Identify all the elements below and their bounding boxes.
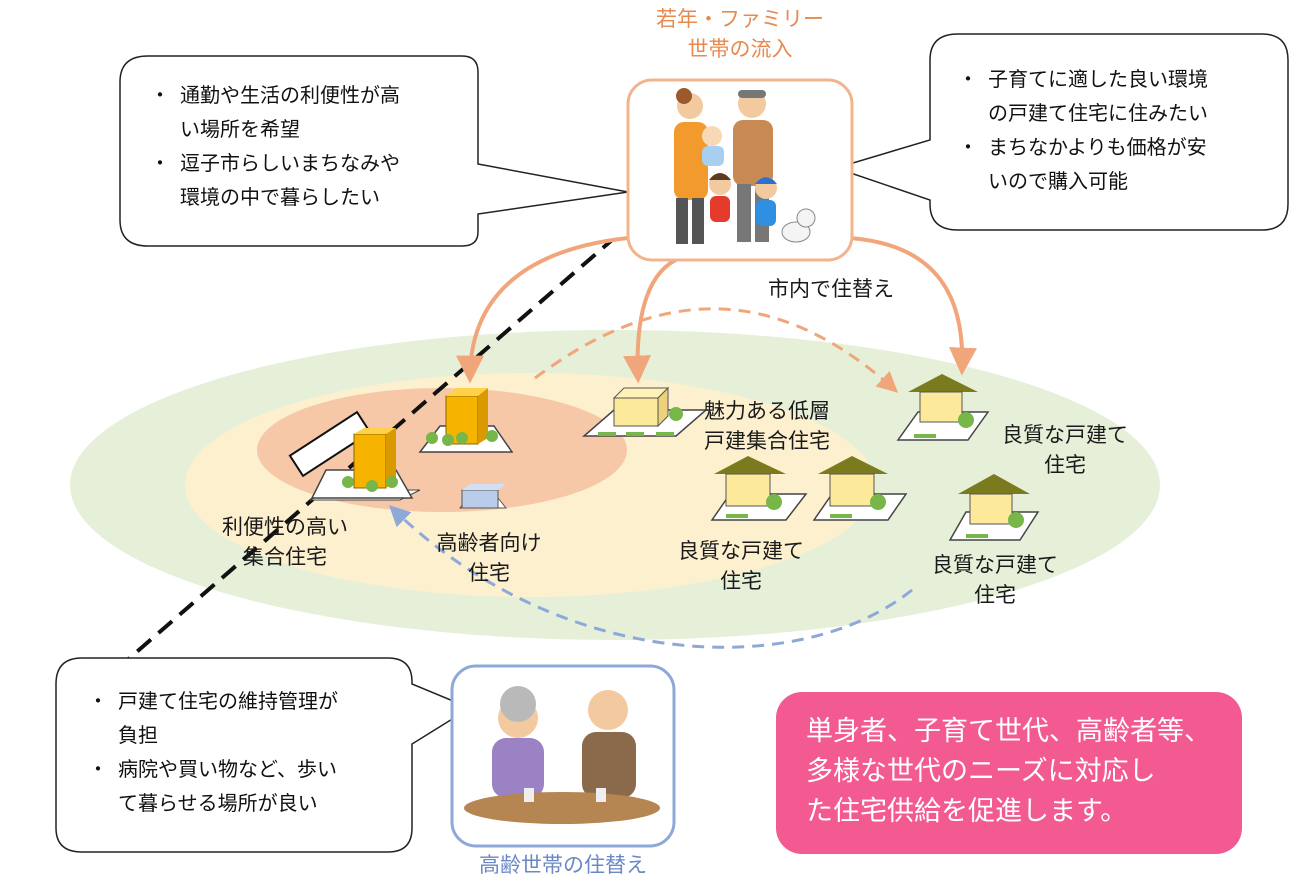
message-line3: た住宅供給を促進します。 [806,796,1128,827]
elderly-illustration [464,686,660,824]
convenient-apartment-label: 利便性の高い 集合住宅 [210,512,360,572]
quality-detached-right-label: 良質な戸建て 住宅 [920,550,1070,610]
detached-house-bottom-right [948,474,1040,541]
detached-house-center-right [812,456,908,521]
detached-house-center-left [710,456,808,521]
move-within-city-label: 市内で住替え [768,277,894,301]
family-illustration [674,88,816,244]
message-box: 単身者、子育て世代、高齢者等、 多様な世代のニーズに対応し た住宅供給を促進しま… [776,692,1242,854]
convenient-apartment-line1: 利便性の高い [222,515,348,539]
quality-detached-top-line1: 良質な戸建て [1002,423,1128,447]
quality-detached-right-line1: 良質な戸建て [932,553,1058,577]
detached-house-top-right [896,374,990,441]
apartment-tall-left [309,428,421,501]
elderly-bubble-item: 戸建て住宅の維持管理が 負担 [88,684,338,752]
quality-detached-center-line2: 住宅 [720,569,762,593]
quality-detached-top-line2: 住宅 [1044,453,1086,477]
elderly-housing-label: 高齢者向け 住宅 [414,528,564,588]
young-family-title: 若年・ファミリー 世帯の流入 [626,4,854,64]
attractive-low-rise-label: 魅力ある低層 戸建集合住宅 [692,396,842,456]
young-family-title-line1: 若年・ファミリー [656,7,824,31]
arrow-to-apartments [456,236,629,384]
young-family-title-line2: 世帯の流入 [687,37,793,61]
arrow-to-low-rise [623,256,681,384]
elderly-housing-line1: 高齢者向け [436,531,542,555]
attractive-low-rise-line2: 戸建集合住宅 [704,429,830,453]
quality-detached-center-label: 良質な戸建て 住宅 [666,536,816,596]
attractive-low-rise-line1: 魅力ある低層 [704,399,830,423]
quality-detached-top-label: 良質な戸建て 住宅 [990,420,1140,480]
dashed-arrow-elderly-move [388,505,913,649]
right-bubble-item: 子育てに適した良い環境 の戸建て住宅に住みたい [958,62,1208,130]
elderly-housing-building [458,484,508,509]
tilted-white-box [288,410,372,478]
apartment-tall-right [418,388,514,453]
left-bubble-item: 逗子市らしいまちなみや 環境の中で暮らしたい [150,146,400,214]
elderly-bubble-item: 病院や買い物など、歩い て暮らせる場所が良い [88,752,338,820]
dashed-arrow-move-within-city [534,307,899,393]
elderly-caption: 高齢世帯の住替え [479,853,647,877]
left-bubble-list: 通勤や生活の利便性が高 い場所を希望 逗子市らしいまちなみや 環境の中で暮らした… [150,78,400,214]
quality-detached-center-line1: 良質な戸建て [678,539,804,563]
elderly-housing-line2: 住宅 [468,561,510,585]
right-bubble-list: 子育てに適した良い環境 の戸建て住宅に住みたい まちなかよりも価格が安 いので購… [958,62,1208,198]
convenient-apartment-line2: 集合住宅 [243,545,327,569]
right-bubble-item: まちなかよりも価格が安 いので購入可能 [958,130,1208,198]
message-line2: 多様な世代のニーズに対応し [806,756,1156,787]
quality-detached-right-line2: 住宅 [974,583,1016,607]
low-rise-housing [581,386,709,437]
elderly-bubble-list: 戸建て住宅の維持管理が 負担 病院や買い物など、歩い て暮らせる場所が良い [88,684,338,820]
message-line1: 単身者、子育て世代、高齢者等、 [806,716,1211,747]
left-bubble-item: 通勤や生活の利便性が高 い場所を希望 [150,78,400,146]
arrow-to-detached [849,236,977,376]
